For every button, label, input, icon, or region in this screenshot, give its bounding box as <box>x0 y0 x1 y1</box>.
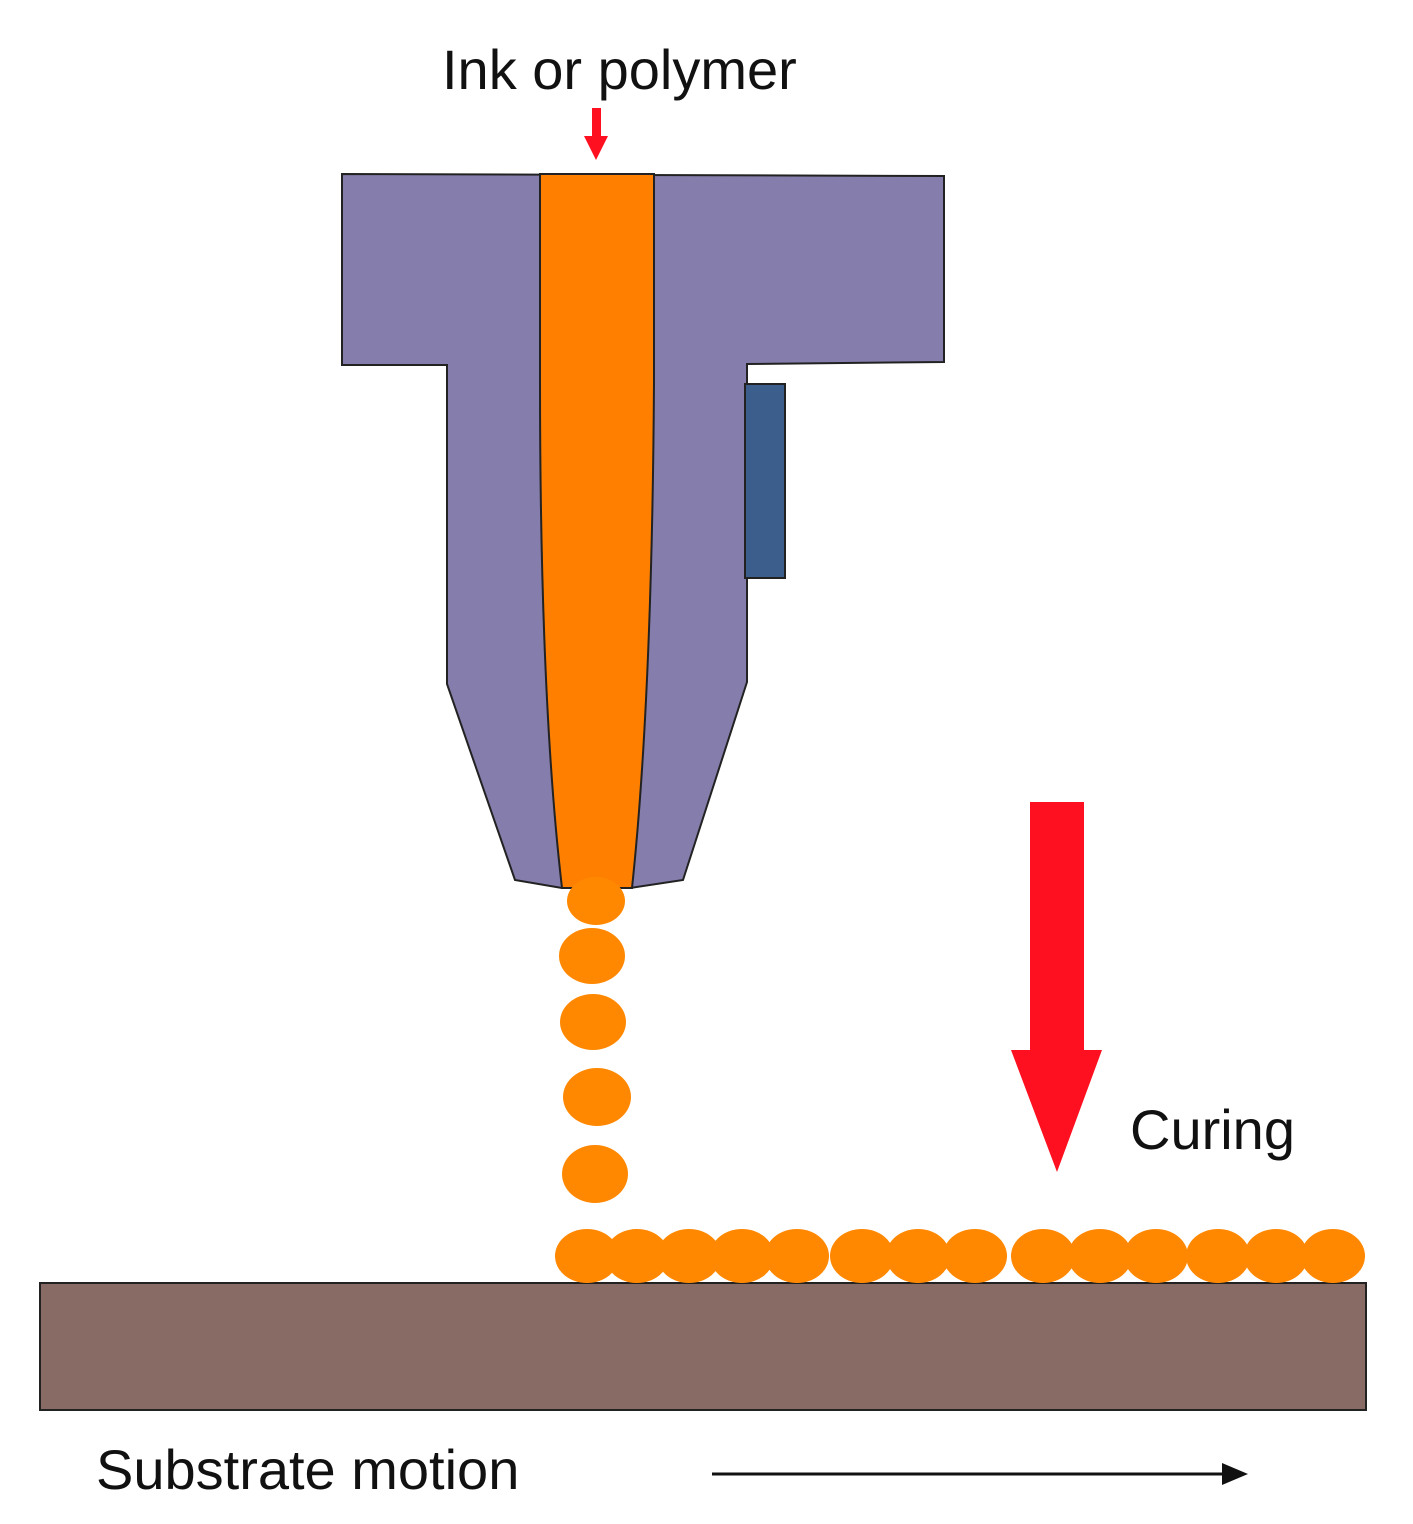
deposited-droplet <box>605 1229 669 1283</box>
falling-droplet <box>559 928 625 984</box>
deposited-droplet <box>886 1229 950 1283</box>
curing-arrow-icon <box>1011 802 1102 1172</box>
actuator-block <box>744 383 786 579</box>
deposited-droplet <box>765 1229 829 1283</box>
deposited-droplet <box>555 1229 619 1283</box>
substrate <box>39 1282 1367 1411</box>
motion-arrow-icon <box>712 1463 1248 1485</box>
falling-droplet <box>563 1068 631 1126</box>
nozzle-tip-droplet <box>567 877 625 925</box>
deposited-droplet <box>1011 1229 1075 1283</box>
deposited-droplet <box>1068 1229 1132 1283</box>
deposited-droplet <box>657 1229 721 1283</box>
deposited-droplets <box>555 1229 1365 1283</box>
deposited-droplet <box>710 1229 774 1283</box>
falling-droplet <box>560 994 626 1050</box>
deposited-droplet <box>1186 1229 1250 1283</box>
ink-channel <box>539 173 655 889</box>
deposited-droplet <box>943 1229 1007 1283</box>
curing-label: Curing <box>1130 1098 1295 1161</box>
deposited-droplet <box>1244 1229 1308 1283</box>
substrate-motion-label: Substrate motion <box>96 1438 520 1501</box>
deposited-droplet <box>830 1229 894 1283</box>
ink-feed-arrow-icon <box>584 108 608 160</box>
falling-droplets <box>559 928 631 1203</box>
ink-or-polymer-label: Ink or polymer <box>442 38 797 101</box>
deposited-droplet <box>1301 1229 1365 1283</box>
falling-droplet <box>562 1145 628 1203</box>
deposited-droplet <box>1124 1229 1188 1283</box>
